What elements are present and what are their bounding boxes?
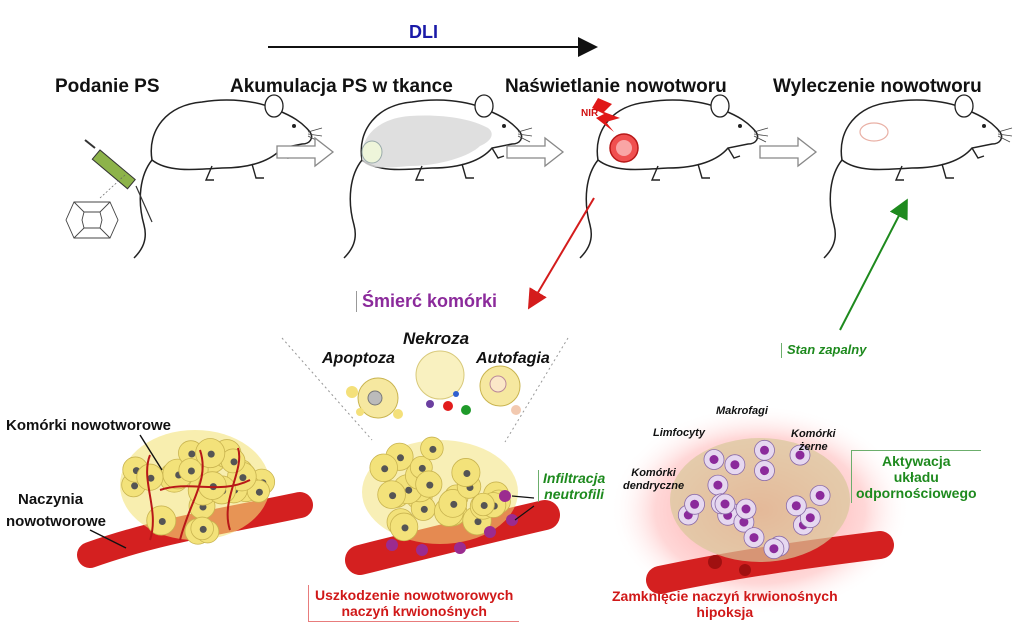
clotted-vessel [708,555,751,576]
syringe [84,139,153,223]
cell-nucleus [401,524,409,532]
immune-cell-nucleus [769,544,779,554]
nir-label: NIR [581,108,599,119]
granulocytes-line-2: żerne [798,440,828,453]
nir-lightning-icon [592,98,620,132]
stage-label-1: Podanie PS [55,76,160,97]
dendritic-line-2: dendryczne [623,479,685,492]
immune-cells [677,439,831,560]
cell-nucleus [188,450,196,458]
tumor-cells-label: Komórki nowotworowe [6,417,171,434]
cell-nucleus [405,486,413,494]
tumor-vessels-label-2: nowotworowe [6,513,106,530]
cell-nucleus [207,450,215,458]
immune-activation-label: Aktywacja układu odpornościowego [851,450,981,504]
tumor-vessels [146,447,251,541]
cell-nucleus [389,492,397,500]
immune-activation-line-1: Aktywacja [882,453,951,469]
cell-death-title: Śmierć komórki [356,291,497,312]
immune-cell-nucleus [690,499,700,509]
stage-label-4: Wyleczenie nowotworu [773,76,982,97]
cell-nucleus [255,488,263,496]
cell-nucleus [230,458,238,466]
cell-nucleus [147,474,155,482]
cell-nucleus [420,505,428,513]
infiltration-label: Infiltracja neutrofili [538,470,606,503]
immune-cell-nucleus [709,455,719,464]
cell-nucleus [239,474,247,482]
inflammation-arrow [839,198,908,331]
vessel-closure-line-1: Zamknięcie naczyń krwionośnych [612,588,838,604]
vessel-damage-line-1: Uszkodzenie nowotworowych [315,587,514,603]
immune-cell-nucleus [730,460,740,470]
cell-nucleus [131,482,139,490]
cell-death-arrow [527,197,595,310]
dendritic-line-1: Komórki [631,467,676,479]
autophagy-label: Autofagia [476,350,550,367]
cell-nucleus [426,481,434,489]
cell-nucleus [480,502,488,509]
dendritic-label: Komórki dendryczne [623,467,684,492]
lymphocytes-label: Limfocyty [653,427,705,439]
porphyrin-structure [65,201,119,239]
cell-nucleus [450,500,458,508]
immune-cell-nucleus [760,445,769,455]
immune-cell-nucleus [713,480,723,490]
immune-cell-nucleus [749,533,759,543]
cell-nucleus [397,454,404,462]
necrosis-label: Nekroza [403,329,470,348]
immune-cell-nucleus [720,499,730,509]
cell-nucleus [158,518,166,525]
autophagy-cell [479,365,521,415]
macrophages-label: Makrofagi [716,405,768,417]
immune-cell-nucleus [805,513,815,523]
vessel-damage-label: Uszkodzenie nowotworowych naczyń krwiono… [308,585,520,623]
cell-nucleus [381,465,389,473]
immune-cell-nucleus [795,450,805,460]
immune-cell-nucleus [739,517,749,527]
cell-nucleus [199,525,207,533]
infiltration-line-1: Infiltracja [543,470,606,486]
immune-cell-nucleus [815,490,825,500]
dli-label: DLI [409,22,438,42]
immune-activation-line-3: odpornościowego [856,485,977,502]
granulocytes-label: Komórki żerne [791,428,836,453]
cell-nucleus [429,445,437,453]
vessel-closure-label: Zamknięcie naczyń krwionośnych hipoksja [612,588,838,620]
ps-spot [361,140,383,164]
immune-cell-nucleus [741,504,751,514]
cell-nucleus [418,464,426,472]
stage-label-3: Naświetlanie nowotworu [505,76,727,97]
vessel-damage-line-2: naczyń krwionośnych [341,603,487,620]
inflammation-label: Stan zapalny [781,342,866,358]
mouse-injection [133,94,323,259]
necrosis-cell [415,350,471,415]
mouse-cured [823,94,1013,259]
granulocytes-line-1: Komórki [791,428,836,440]
vessel-closure-line-2: hipoksja [696,604,754,621]
apoptosis-label: Apoptoza [322,350,395,367]
cell-nucleus [463,470,471,477]
neutrophils [386,490,518,556]
apoptosis-cell [346,377,403,419]
cell-nucleus [187,467,195,475]
immune-cell-nucleus [760,466,769,476]
immune-activation-line-2: układu [893,469,939,486]
tumor-vessels-label-1: Naczynia [18,491,84,508]
infiltration-line-2: neutrofili [544,486,605,503]
stage-label-2: Akumulacja PS w tkance [230,76,453,97]
immune-cell-nucleus [791,501,801,511]
cell-nucleus [474,518,482,526]
stage-arrow-3 [759,137,817,167]
